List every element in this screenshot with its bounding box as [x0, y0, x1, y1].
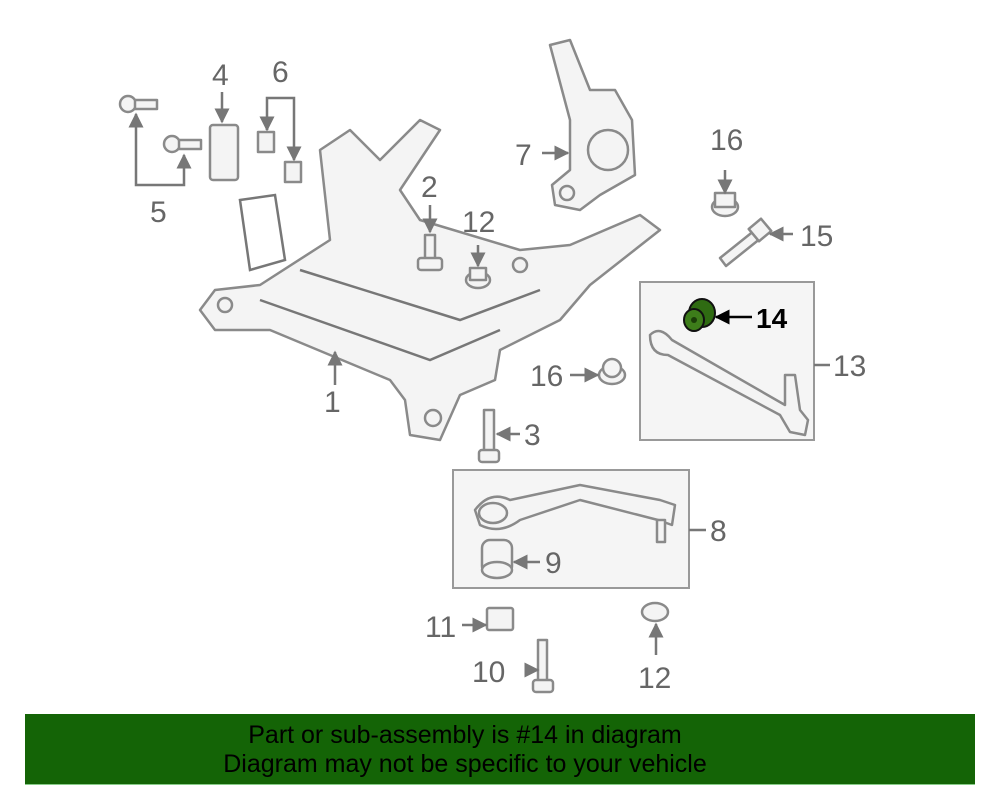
callout-10: 10	[472, 656, 505, 689]
notice-line-disclaimer: Diagram may not be specific to your vehi…	[223, 750, 707, 778]
callout-3: 3	[524, 419, 541, 452]
nut-part-16-upper[interactable]	[710, 191, 740, 218]
control-arm-part-13[interactable]	[648, 329, 810, 437]
callout-15: 15	[800, 220, 833, 253]
clip-part-11[interactable]	[485, 606, 515, 632]
nut-part-12-upper[interactable]	[464, 266, 492, 290]
callout-5: 5	[150, 196, 167, 229]
callout-8: 8	[710, 515, 727, 548]
bushing-part-9[interactable]	[480, 538, 514, 580]
callout-11: 11	[425, 611, 456, 644]
part-4[interactable]	[208, 123, 240, 182]
callout-9: 9	[545, 547, 562, 580]
callout-12-lower: 12	[638, 662, 671, 695]
bolt-part-5[interactable]	[118, 94, 203, 154]
callout-1: 1	[324, 386, 341, 419]
callout-13: 13	[833, 350, 866, 383]
callout-16-upper: 16	[710, 124, 743, 157]
notice-line-part: Part or sub-assembly is #14 in diagram	[248, 721, 682, 749]
leader-lines	[128, 92, 830, 678]
nut-part-12-lower[interactable]	[640, 601, 670, 623]
bushing-part-14[interactable]	[683, 298, 716, 332]
knuckle-part-7[interactable]	[548, 38, 637, 212]
clip-part-6[interactable]	[256, 130, 303, 184]
nut-part-16-lower[interactable]	[597, 357, 627, 386]
callout-2: 2	[421, 171, 438, 204]
callout-7: 7	[515, 139, 532, 172]
callout-16-lower: 16	[530, 360, 563, 393]
callout-14: 14	[756, 303, 788, 334]
callout-4: 4	[212, 59, 229, 92]
bolt-part-3[interactable]	[477, 408, 501, 464]
notice-banner: Part or sub-assembly is #14 in diagram D…	[25, 714, 975, 785]
control-arm-part-8[interactable]	[473, 483, 677, 544]
subframe-part-1[interactable]	[198, 118, 662, 442]
bolt-part-10[interactable]	[531, 638, 555, 694]
bolt-part-2[interactable]	[416, 233, 444, 272]
parts-diagram: 1 2 3 4 5 6 7 8 9 10 11 12 12 13 14 15 1…	[118, 38, 866, 695]
callout-6: 6	[272, 56, 289, 89]
bolt-part-15[interactable]	[718, 217, 773, 268]
callout-12-upper: 12	[462, 206, 495, 239]
